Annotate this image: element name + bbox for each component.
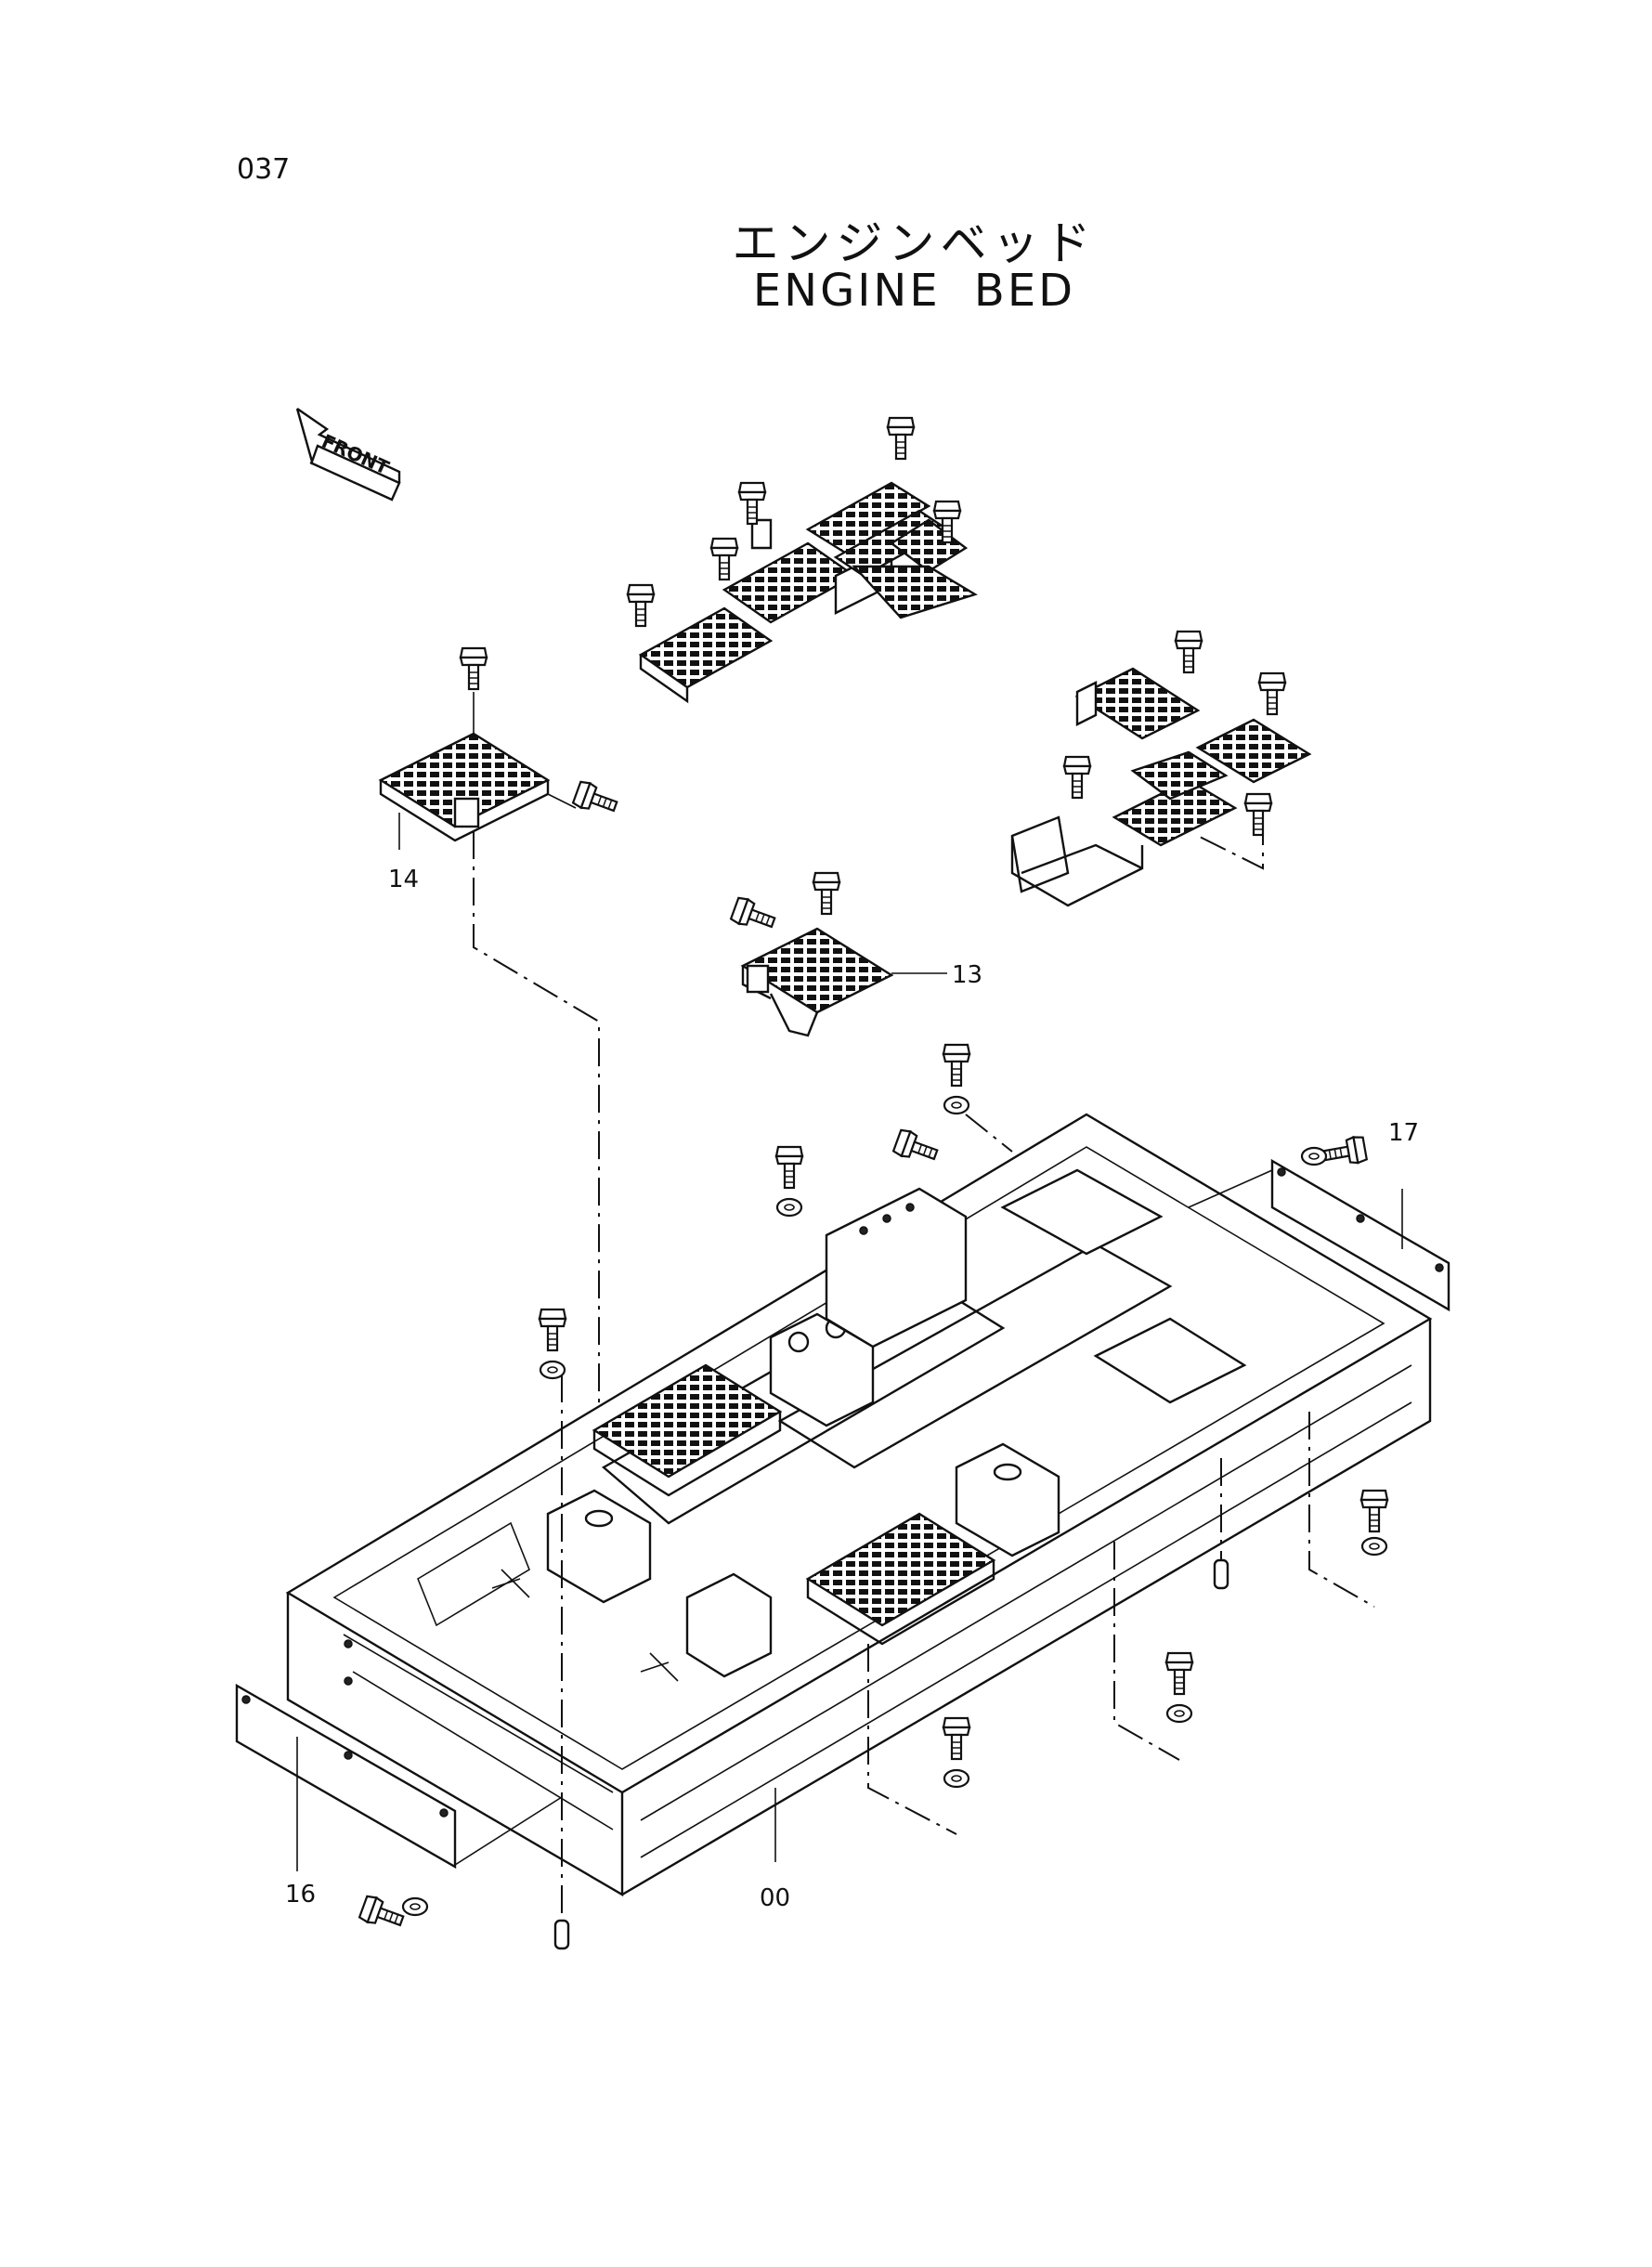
callout-16: 16: [285, 1881, 316, 1909]
step-plate-13: [729, 871, 947, 1037]
upper-step-cluster: [626, 416, 978, 704]
frame-hardware: [358, 1043, 1389, 1950]
step-plate-14: [378, 646, 621, 850]
callout-00: 00: [760, 1884, 790, 1912]
end-plate-17: [1188, 1158, 1450, 1312]
front-arrow-icon: FRONT: [295, 408, 401, 502]
assembly-line: [473, 831, 600, 1486]
callout-17: 17: [1388, 1119, 1419, 1147]
callout-14: 14: [388, 866, 419, 893]
right-step-cluster: [1010, 630, 1312, 907]
page-number: 037: [237, 153, 291, 186]
callout-13: 13: [952, 961, 982, 989]
title-japanese: エンジンベッド: [732, 216, 1097, 270]
title-english: ENGINE BED: [752, 265, 1076, 317]
engine-bed-frame: [285, 1113, 1433, 1897]
end-plate-16: [235, 1683, 563, 1871]
